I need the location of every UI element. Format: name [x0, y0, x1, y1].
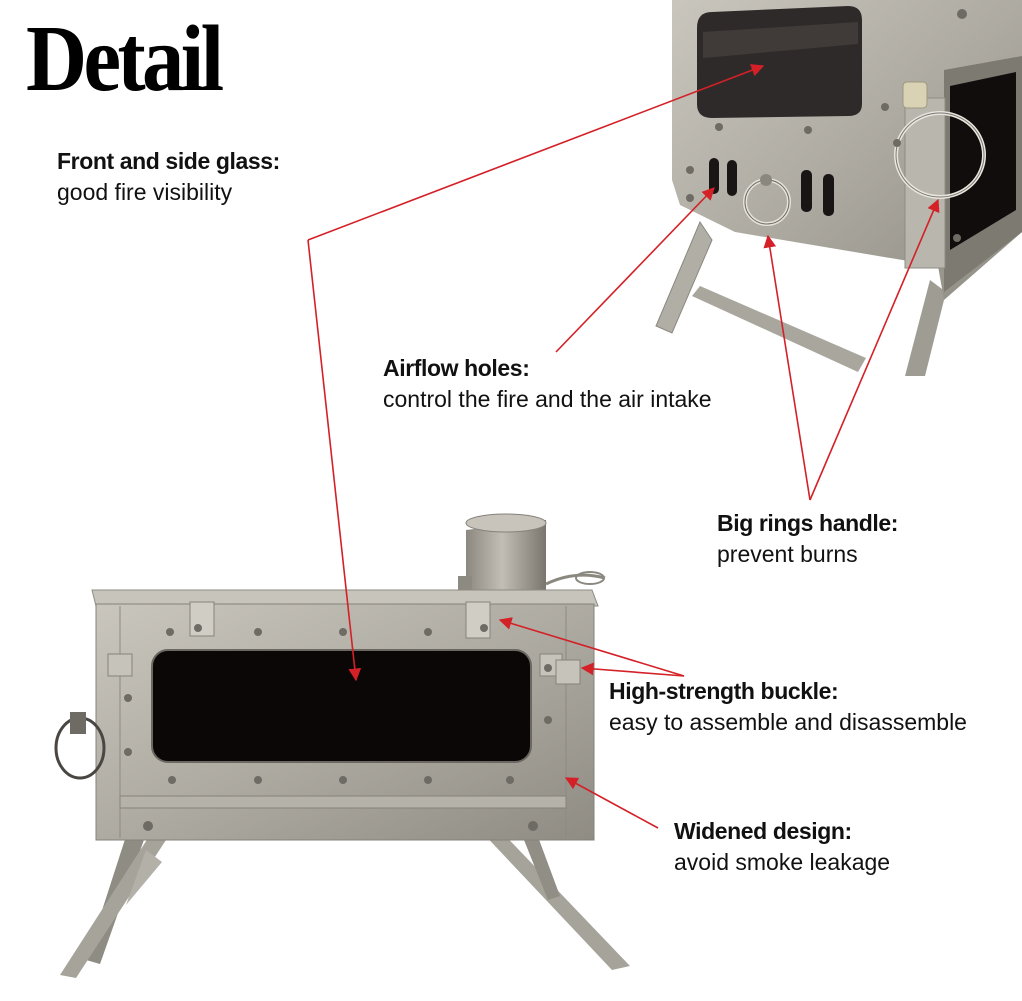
callout-rings-heading: Big rings handle: — [717, 510, 899, 536]
callout-airflow: Airflow holes: control the fire and the … — [383, 353, 712, 415]
callout-widened-heading: Widened design: — [674, 818, 852, 844]
page-title: Detail — [26, 7, 224, 111]
callout-glass: Front and side glass: good fire visibili… — [57, 146, 280, 208]
arrow-widened — [564, 777, 659, 829]
arrow-airflow — [555, 187, 715, 353]
callout-widened: Widened design: avoid smoke leakage — [674, 816, 890, 878]
arrow-buckle-top — [498, 617, 685, 677]
arrow-rings-side — [809, 198, 940, 501]
arrow-rings-center — [763, 234, 811, 501]
callout-arrows — [307, 64, 940, 829]
closeup-photo — [655, 0, 1022, 376]
callout-buckle-heading: High-strength buckle: — [609, 678, 839, 704]
stove-photo — [54, 513, 630, 978]
callout-rings-description: prevent burns — [717, 541, 858, 567]
callout-glass-heading: Front and side glass: — [57, 148, 280, 174]
callout-buckle: High-strength buckle: easy to assemble a… — [609, 676, 967, 738]
callout-widened-description: avoid smoke leakage — [674, 849, 891, 875]
arrow-glass-top — [307, 64, 765, 241]
callout-rings: Big rings handle: prevent burns — [717, 508, 898, 570]
callout-buckle-description: easy to assemble and disassemble — [609, 709, 967, 735]
arrow-buckle-side — [580, 662, 685, 677]
callout-airflow-heading: Airflow holes: — [383, 355, 530, 381]
arrow-glass-front — [307, 239, 362, 682]
callout-glass-description: good fire visibility — [57, 179, 233, 205]
callout-airflow-description: control the fire and the air intake — [383, 386, 712, 412]
